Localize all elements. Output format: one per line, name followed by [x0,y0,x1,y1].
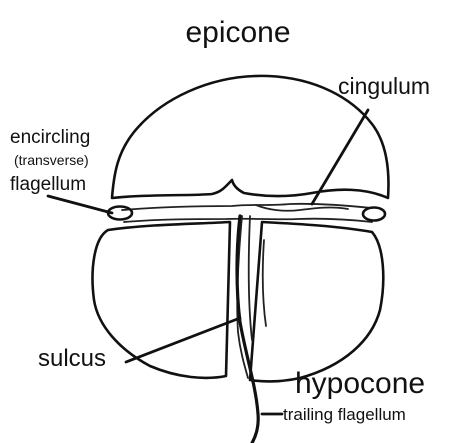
cingulum-inner-wave [256,205,348,211]
sulcus-groove-edge [249,216,252,340]
hypocone-label: hypocone [295,367,425,400]
encircling-label-line1: encircling [10,127,90,148]
encircling-label-line3: flagellum [10,174,86,195]
transverse-flagellum-right-loop [363,208,385,221]
sulcus-pointer [126,318,240,362]
cingulum-lower-edge [124,219,372,222]
trailing-flagellum-label: trailing flagellum [283,405,406,424]
hypocone-left-lobe [93,222,230,378]
encircling-label-line2: (transverse) [14,152,89,168]
epicone-label: epicone [185,16,290,49]
hypocone-right-lobe [250,222,383,381]
encircling-pointer [48,196,112,213]
cingulum-label: cingulum [338,73,430,99]
sulcus-label: sulcus [38,345,106,372]
right-lobe-inner-line [263,240,266,326]
